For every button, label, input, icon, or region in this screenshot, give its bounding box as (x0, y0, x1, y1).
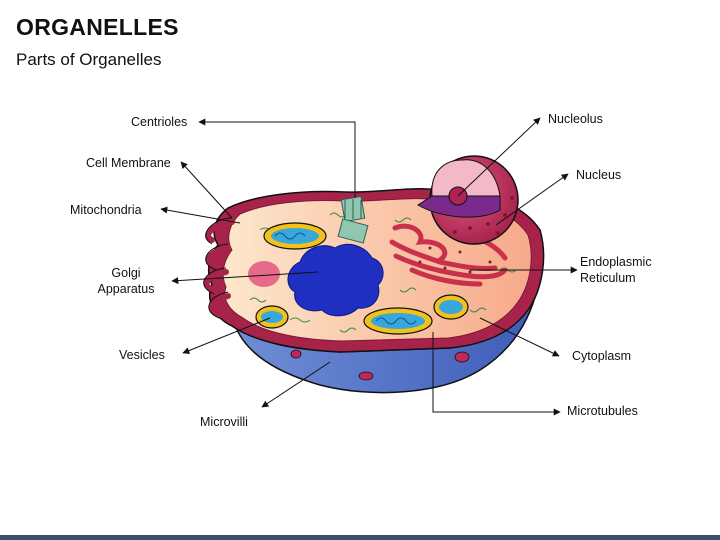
label-endoplasmic-reticulum: Endoplasmic Reticulum (580, 254, 652, 286)
footer-bar (0, 535, 720, 540)
label-cell-membrane: Cell Membrane (86, 156, 171, 170)
label-er-line2: Reticulum (580, 271, 636, 285)
pointer-centrioles (198, 118, 356, 198)
mitochondrion-left (255, 305, 289, 329)
nucleus (417, 155, 519, 245)
label-microtubules: Microtubules (567, 404, 638, 418)
label-golgi-line1: Golgi (111, 266, 141, 280)
label-golgi-apparatus: Golgi Apparatus (95, 265, 157, 297)
golgi-apparatus (287, 243, 384, 317)
vesicle (248, 261, 280, 287)
pointer-vesicles (182, 317, 271, 354)
microvilli-folds (203, 219, 235, 318)
label-microvilli: Microvilli (200, 415, 248, 429)
label-golgi-line2: Apparatus (97, 282, 155, 296)
mitochondrion-small (433, 294, 469, 320)
vesicle-base-1 (290, 349, 302, 359)
page-title: ORGANELLES (16, 14, 179, 40)
label-nucleus: Nucleus (576, 168, 622, 182)
label-vesicles: Vesicles (119, 348, 165, 362)
pointer-golgi (171, 271, 319, 285)
pointer-cell-membrane (180, 161, 233, 219)
endoplasmic-reticulum (389, 223, 508, 287)
vesicle-base-3 (454, 351, 470, 363)
pointer-microtubules (432, 332, 561, 416)
centrioles (337, 195, 369, 244)
pointer-nucleus (495, 173, 569, 226)
pointer-microvilli (261, 361, 331, 408)
label-nucleolus: Nucleolus (548, 112, 603, 126)
label-mitochondria: Mitochondria (70, 203, 142, 217)
label-cytoplasm: Cytoplasm (572, 349, 632, 363)
vesicle-base-2 (358, 371, 374, 381)
pointer-nucleolus (457, 117, 541, 197)
label-er-line1: Endoplasmic (580, 255, 652, 269)
page-subtitle: Parts of Organelles (16, 50, 162, 69)
pointer-mitochondria (160, 206, 241, 224)
pointer-cytoplasm (479, 317, 560, 357)
mitochondrion-top (263, 222, 327, 250)
pointer-lines (160, 117, 578, 416)
label-centrioles: Centrioles (131, 115, 188, 129)
mitochondrion-bottom (363, 307, 433, 335)
